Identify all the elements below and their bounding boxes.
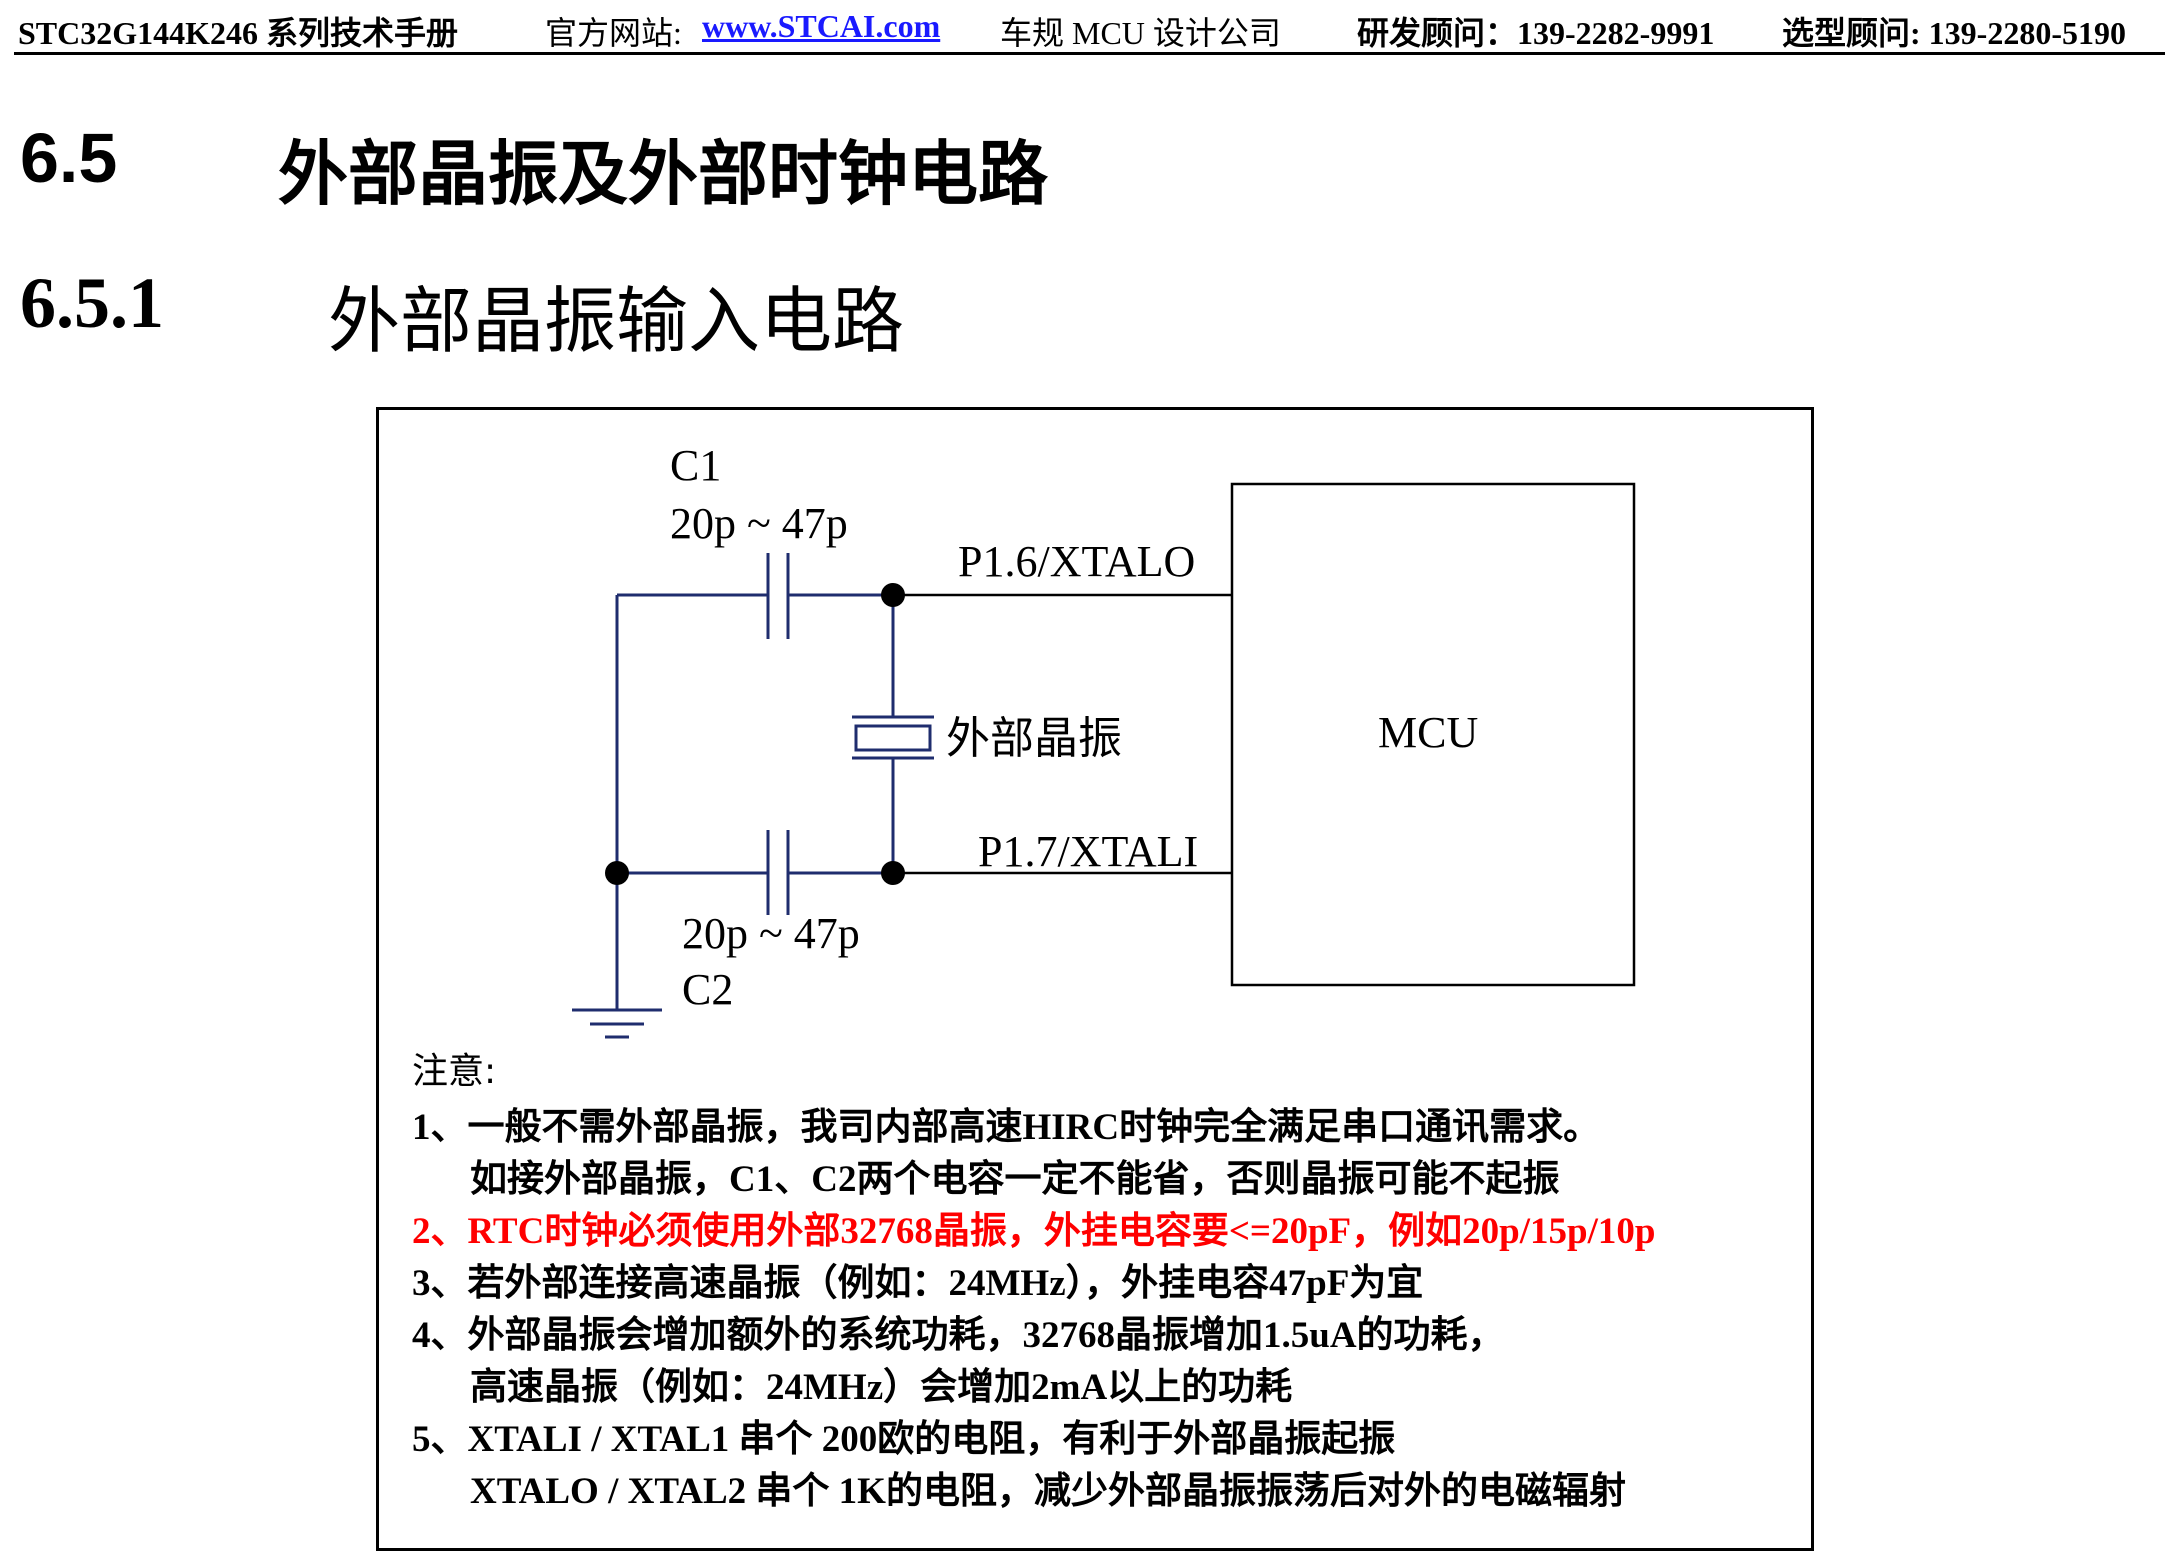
pin-xtalo-label: P1.6/XTALO (958, 537, 1195, 586)
notes-title: 注意: (412, 1051, 497, 1092)
page-header: STC32G144K246 系列技术手册 官方网站: www.STCAI.com… (0, 6, 2165, 56)
company-label: 车规 MCU 设计公司 (1000, 15, 1281, 51)
note-line-3: 3、若外部连接高速晶振（例如：24MHz），外挂电容47pF为宜 (412, 1263, 1424, 1304)
junction-dot-xtali (881, 861, 905, 885)
note-line-4b: 高速晶振（例如：24MHz）会增加2mA以上的功耗 (470, 1367, 1293, 1408)
section-title: 外部晶振及外部时钟电路 (278, 135, 1048, 213)
mcu-box (1230, 482, 1636, 987)
mcu-label: MCU (1378, 708, 1478, 757)
note-line-5: 5、XTALI / XTAL1 串个 200欧的电阻，有利于外部晶振起振 (412, 1419, 1396, 1460)
c2-value: 20p ~ 47p (682, 909, 860, 958)
site-link[interactable]: www.STCAI.com (702, 8, 941, 44)
site-label: 官方网站: (545, 15, 682, 51)
note-line-2: 2、RTC时钟必须使用外部32768晶振，外挂电容要<=20pF，例如20p/1… (412, 1211, 1656, 1252)
note-line-1: 1、一般不需外部晶振，我司内部高速HIRC时钟完全满足串口通讯需求。 (412, 1107, 1601, 1148)
c1-value: 20p ~ 47p (670, 499, 848, 548)
c1-label: C1 (670, 441, 721, 490)
figure-frame (376, 407, 1814, 1551)
note-line-4: 4、外部晶振会增加额外的系统功耗，32768晶振增加1.5uA的功耗， (412, 1315, 1505, 1356)
manual-title: STC32G144K246 系列技术手册 (18, 15, 459, 51)
note-line-1b: 如接外部晶振，C1、C2两个电容一定不能省，否则晶振可能不起振 (470, 1159, 1560, 1200)
note-line-5b: XTALO / XTAL2 串个 1K的电阻，减少外部晶振振荡后对外的电磁辐射 (470, 1471, 1626, 1512)
section-number: 6.5 (20, 119, 118, 197)
c2-label: C2 (682, 965, 733, 1014)
crystal-label: 外部晶振 (946, 713, 1122, 764)
junction-dot-ground (605, 861, 629, 885)
header-divider (14, 52, 2165, 55)
rd-consultant: 研发顾问：139-2282-9991 (1357, 15, 1715, 51)
crystal-body (854, 724, 932, 752)
junction-dot-xtalo (881, 583, 905, 607)
subsection-number: 6.5.1 (20, 263, 164, 343)
subsection-title: 外部晶振输入电路 (328, 279, 905, 363)
pin-xtali-label: P1.7/XTALI (978, 827, 1198, 876)
sales-consultant: 选型顾问: 139-2280-5190 (1782, 15, 2126, 51)
